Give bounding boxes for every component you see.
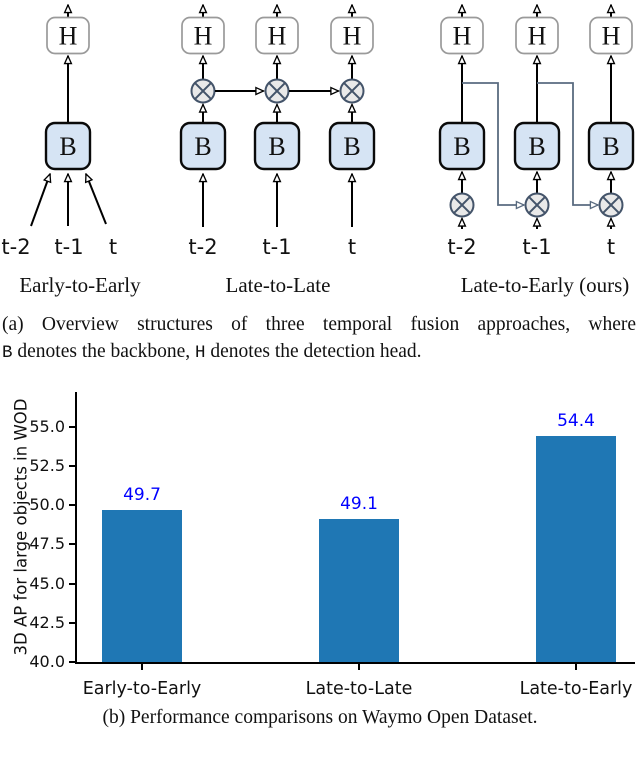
time-label: t-2 xyxy=(188,235,217,259)
x-tick-mark xyxy=(358,664,360,670)
y-tick-label: 55.0 xyxy=(29,416,65,436)
caption-a-text-2: denotes the detection head. xyxy=(205,341,422,362)
routing-arrow xyxy=(462,82,524,205)
bar-Early-to-Early xyxy=(102,509,182,662)
input-arrows xyxy=(30,174,107,227)
b-box-label: B xyxy=(194,132,211,161)
time-label: t-2 xyxy=(447,235,476,259)
fusion-otimes-icon xyxy=(449,192,475,218)
y-tick-label: 52.5 xyxy=(29,455,65,475)
diagram-early-to-early: H B t-2 t-1 t Early-to-Early xyxy=(1,5,141,297)
b-box xyxy=(253,121,301,171)
head-symbol: H xyxy=(195,343,206,363)
b-box-label: B xyxy=(343,132,360,161)
y-tick-label: 42.5 xyxy=(29,612,65,632)
diagram-caption: Late-to-Late xyxy=(226,273,331,297)
x-tick-mark xyxy=(141,664,143,670)
h-box-label: H xyxy=(194,22,213,51)
b-box xyxy=(513,121,561,171)
panel-a-diagrams: H B t-2 t-1 t Early-to-Early H xyxy=(1,0,635,297)
b-box-label: B xyxy=(528,132,545,161)
bar-Late-to-Late xyxy=(319,519,399,662)
b-box-label: B xyxy=(453,132,470,161)
y-tick-mark xyxy=(69,582,75,585)
panel-b-caption: (b) Performance comparisons on Waymo Ope… xyxy=(102,707,538,728)
x-tick-mark xyxy=(575,664,577,670)
bar-Late-to-Early xyxy=(536,435,616,662)
time-label: t xyxy=(607,235,615,259)
y-tick-mark xyxy=(69,425,75,428)
b-box-label: B xyxy=(602,132,619,161)
y-tick-mark xyxy=(69,543,75,546)
b-box xyxy=(179,121,227,171)
time-label: t xyxy=(109,235,117,259)
diagram-late-to-early: H B t-2 H B xyxy=(438,5,635,297)
time-label: t xyxy=(348,235,356,259)
y-tick-label: 40.0 xyxy=(29,652,65,671)
x-category-label: Late-to-Early xyxy=(519,679,633,699)
caption-a-line2: B denotes the backbone, H denotes the de… xyxy=(2,338,636,367)
caption-a-text-1: denotes the backbone, xyxy=(12,341,195,362)
y-tick-mark xyxy=(69,621,75,624)
time-label: t-1 xyxy=(262,235,291,259)
b-box xyxy=(328,121,376,171)
b-box-label: B xyxy=(59,132,76,161)
b-box xyxy=(587,121,635,171)
x-category-label: Late-to-Late xyxy=(305,679,413,699)
bar-value-label: 54.4 xyxy=(557,410,595,431)
input-arrow xyxy=(86,174,107,225)
h-box-label: H xyxy=(528,22,547,51)
diagram-caption: Early-to-Early xyxy=(19,273,141,297)
h-box-label: H xyxy=(59,22,78,51)
panel-a-caption: (a) Overview structures of three tempora… xyxy=(0,311,640,367)
fusion-otimes-icon xyxy=(264,78,290,104)
b-box xyxy=(438,121,486,171)
routing-arrow xyxy=(537,82,598,205)
y-tick-label: 50.0 xyxy=(29,495,65,515)
y-tick-mark xyxy=(69,464,75,467)
y-tick-label: 47.5 xyxy=(29,534,65,554)
h-box xyxy=(589,16,633,55)
bar-value-label: 49.7 xyxy=(123,484,161,505)
h-box-label: H xyxy=(602,22,621,51)
h-box xyxy=(330,16,374,55)
h-box xyxy=(440,16,484,55)
input-arrow xyxy=(30,174,50,227)
h-box-label: H xyxy=(343,22,362,51)
h-box xyxy=(46,16,90,55)
h-box xyxy=(515,16,559,55)
fusion-otimes-icon xyxy=(190,78,216,104)
h-box xyxy=(255,16,299,55)
h-box-label: H xyxy=(268,22,287,51)
y-tick-mark xyxy=(69,504,75,507)
y-tick-label: 45.0 xyxy=(29,573,65,593)
caption-a-line1: (a) Overview structures of three tempora… xyxy=(2,314,636,335)
time-label: t-1 xyxy=(54,235,83,259)
time-label: t-1 xyxy=(522,235,551,259)
fusion-otimes-icon xyxy=(524,192,550,218)
fusion-otimes-icon xyxy=(598,192,624,218)
y-tick-mark xyxy=(69,661,75,663)
h-box xyxy=(181,16,225,55)
h-box-label: H xyxy=(453,22,472,51)
time-label: t-2 xyxy=(1,235,30,259)
bar-value-label: 49.1 xyxy=(340,494,378,515)
diagram-late-to-late: H B t-2 H B xyxy=(179,5,376,297)
fusion-otimes-icon xyxy=(339,78,365,104)
b-box-label: B xyxy=(268,132,285,161)
diagram-caption: Late-to-Early (ours) xyxy=(461,273,630,297)
backbone-symbol: B xyxy=(2,343,13,363)
x-category-label: Early-to-Early xyxy=(82,679,202,699)
b-box xyxy=(44,121,92,171)
